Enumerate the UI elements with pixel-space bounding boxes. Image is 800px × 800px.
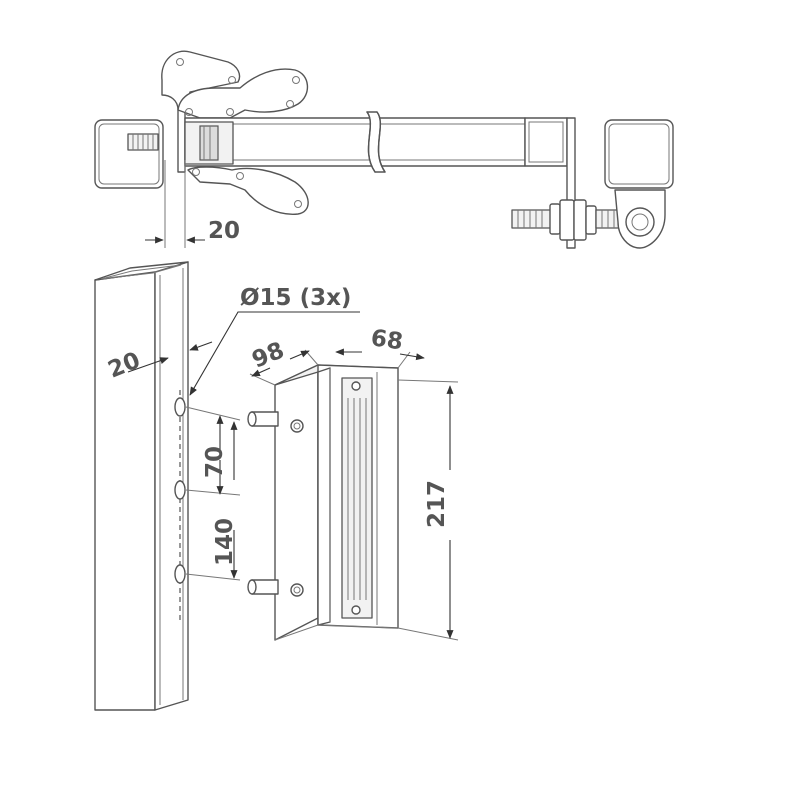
spacing-upper-label: 70	[202, 446, 228, 478]
bracket-height-label: 217	[424, 480, 450, 528]
bracket: 98 68 217	[247, 325, 459, 641]
lock-bolt	[127, 133, 159, 151]
hinge-eye	[614, 189, 666, 249]
hole-diameter-label: Ø15 (3x)	[240, 285, 351, 311]
post-hole-middle	[174, 480, 186, 500]
hinge-bolt	[511, 199, 623, 241]
spacing-total-label: 140	[212, 518, 238, 566]
gate-tube	[184, 117, 526, 167]
left-mount-plate	[161, 50, 241, 173]
square-post: 20 Ø15 (3x) 70 140	[94, 261, 360, 711]
magnet-face	[341, 377, 373, 619]
bracket-width-label: 98	[249, 337, 288, 373]
bracket-stud-bottom	[247, 579, 279, 595]
gate-tube-end	[524, 117, 568, 167]
left-post-section	[94, 119, 164, 189]
gap-dimension-label: 20	[208, 218, 240, 244]
post-hole-top	[174, 397, 186, 417]
bracket-depth-label: 68	[369, 325, 404, 355]
latch-arm-upper	[177, 68, 309, 119]
top-view: 20	[94, 50, 674, 249]
post-hole-bottom	[174, 564, 186, 584]
right-post-section	[604, 119, 674, 189]
latch-arm-lower	[187, 166, 309, 215]
bracket-stud-top	[247, 411, 279, 427]
